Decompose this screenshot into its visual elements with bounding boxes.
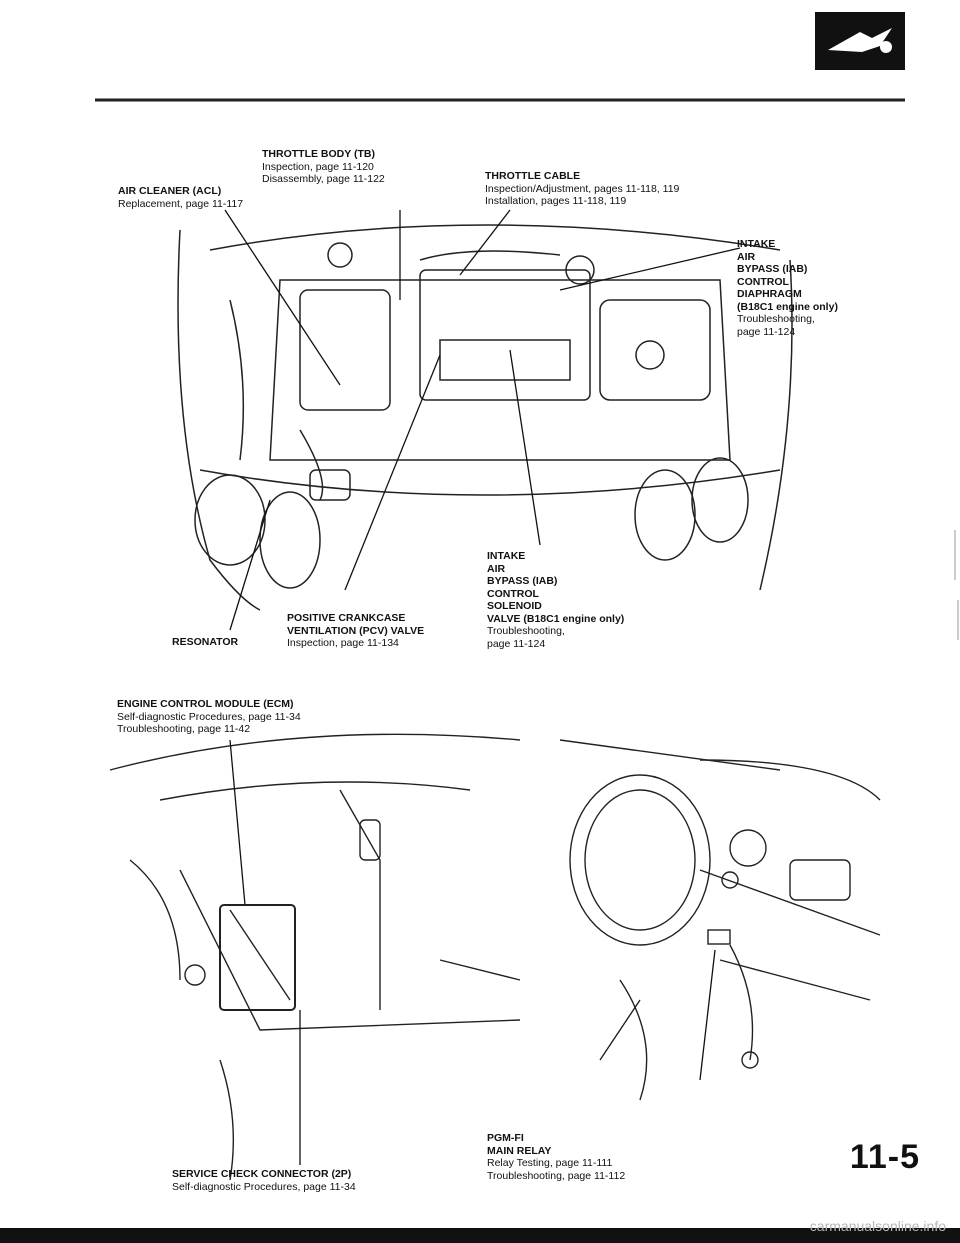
bottom-scan-bar xyxy=(0,1228,960,1243)
label-pcv-valve: POSITIVE CRANKCASE VENTILATION (PCV) VAL… xyxy=(287,612,425,649)
label-ecm: ENGINE CONTROL MODULE (ECM) Self-diagnos… xyxy=(117,698,301,735)
label-throttle-cable: THROTTLE CABLE Inspection/Adjustment, pa… xyxy=(485,170,680,207)
watermark: carmanualsonline.info xyxy=(809,1218,946,1234)
label-pgm-fi-relay: PGM-FI MAIN RELAY Relay Testing, page 11… xyxy=(487,1132,626,1182)
label-service-check-connector: SERVICE CHECK CONNECTOR (2P) Self-diagno… xyxy=(172,1168,356,1193)
label-resonator: RESONATOR xyxy=(172,636,239,648)
label-throttle-body: THROTTLE BODY (TB) Inspection, page 11-1… xyxy=(262,148,385,185)
page-number: 11-5 xyxy=(849,1138,920,1176)
label-iab-diaphragm: INTAKE AIR BYPASS (IAB) CONTROL DIAPHRAG… xyxy=(737,238,838,338)
section-tab-icon xyxy=(815,12,905,70)
label-air-cleaner: AIR CLEANER (ACL) Replacement, page 11-1… xyxy=(118,185,244,210)
label-iab-solenoid: INTAKE AIR BYPASS (IAB) CONTROL SOLENOID… xyxy=(487,550,625,650)
